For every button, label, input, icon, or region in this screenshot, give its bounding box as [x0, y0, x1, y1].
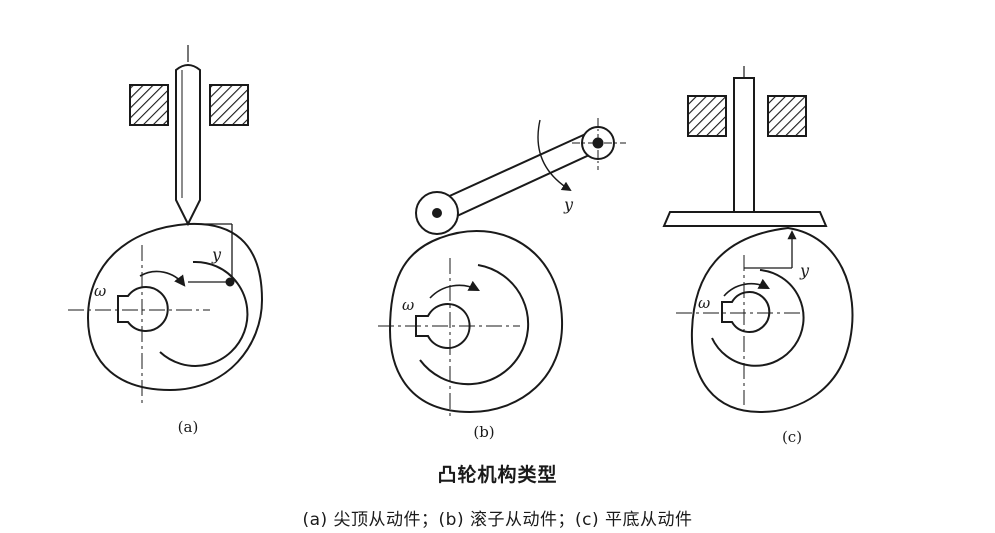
omega-label-b: ω — [402, 296, 414, 314]
panel-b-labels: ω y (b) — [402, 195, 574, 441]
roller-pin — [432, 208, 442, 218]
y-label-a: y — [211, 245, 222, 264]
dim-point-a — [225, 277, 235, 287]
guide-block-right-c — [767, 95, 807, 137]
omega-label-c: ω — [698, 294, 710, 312]
cam-rotation-arrow-b — [429, 280, 480, 299]
panel-label-a: (a) — [178, 418, 199, 436]
cam-hub-keyway-b — [415, 303, 471, 349]
panel-label-b: (b) — [473, 423, 494, 441]
guide-block-left-a — [129, 84, 169, 126]
cam-hub-keyway-c — [721, 291, 771, 333]
y-label-c: y — [799, 261, 810, 280]
cam-profile-c — [690, 226, 854, 414]
guide-block-right-a — [209, 84, 249, 126]
base-circle-b — [419, 264, 530, 386]
base-circle-c — [711, 269, 805, 367]
base-circle-a — [159, 260, 249, 367]
cam-rotation-arrow-a — [139, 270, 186, 287]
panel-label-c: (c) — [782, 428, 802, 446]
flat-follower-stem — [733, 77, 755, 213]
panel-b-roller-follower — [378, 118, 626, 420]
cam-profile-a — [86, 222, 264, 392]
flat-follower-face — [662, 211, 828, 227]
cam-hub-keyway-a — [117, 286, 169, 332]
y-label-b: y — [563, 195, 574, 214]
guide-block-left-c — [687, 95, 727, 137]
figure-caption-title: 凸轮机构类型 — [437, 464, 558, 486]
omega-label-a: ω — [94, 282, 106, 300]
cam-rotation-arrow-c — [723, 278, 770, 297]
swing-arc-arrow-b — [537, 119, 572, 192]
cam-profile-b — [388, 229, 564, 414]
panel-a-knife-edge-follower — [68, 45, 264, 405]
knife-edge-follower-rod — [175, 64, 201, 227]
panel-c-flat-faced-follower — [662, 66, 854, 414]
panel-c-labels: ω y (c) — [698, 261, 810, 446]
panel-a-labels: ω y (a) — [94, 245, 222, 436]
figure-caption-subtitle: (a) 尖顶从动件；(b) 滚子从动件；(c) 平底从动件 — [302, 510, 693, 530]
